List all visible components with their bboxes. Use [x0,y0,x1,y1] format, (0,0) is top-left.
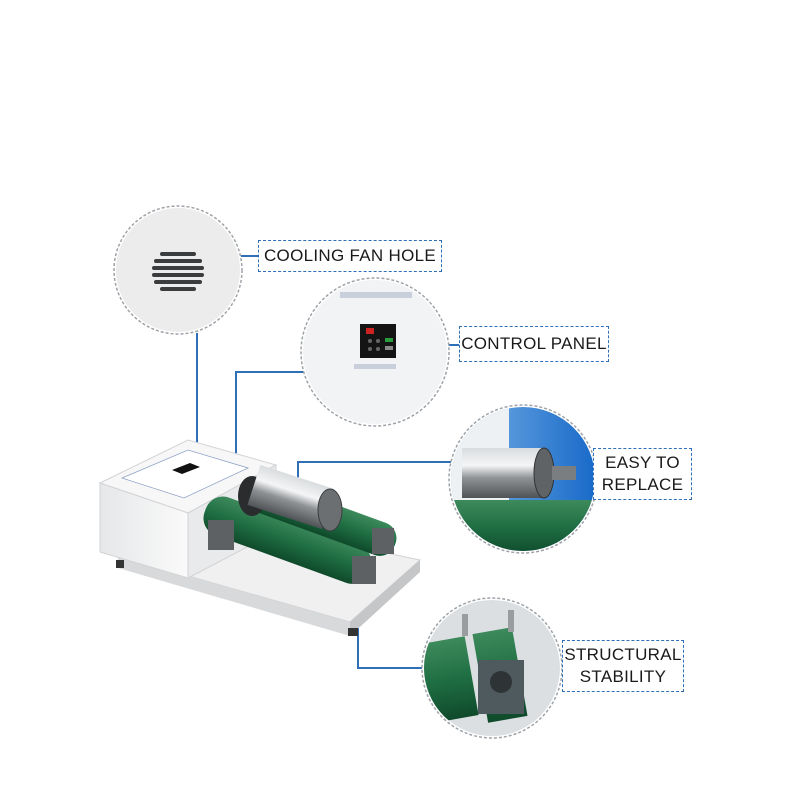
easy-replace-detail [448,404,598,554]
callout-structural-stability: STRUCTURAL STABILITY [562,640,684,692]
cooling-fan-detail [113,205,243,335]
callout-control-panel: CONTROL PANEL [459,326,609,362]
callout-label-line2: STABILITY [579,667,667,686]
callout-label-line1: STRUCTURAL [564,645,682,664]
callout-easy-to-replace: EASY TO REPLACE [593,448,692,500]
callout-label: CONTROL PANEL [461,334,607,353]
callout-cooling-fan-hole: COOLING FAN HOLE [258,240,442,272]
structural-stability-detail [421,597,563,739]
cooling-fan-grille-icon [152,252,204,291]
callout-label: COOLING FAN HOLE [263,246,436,265]
callout-label-line1: EASY TO [605,453,680,472]
roller-mill-machine [98,439,422,636]
steel-jar-icon [462,448,542,498]
control-panel-detail [300,277,450,427]
callout-label-line2: REPLACE [601,475,684,494]
